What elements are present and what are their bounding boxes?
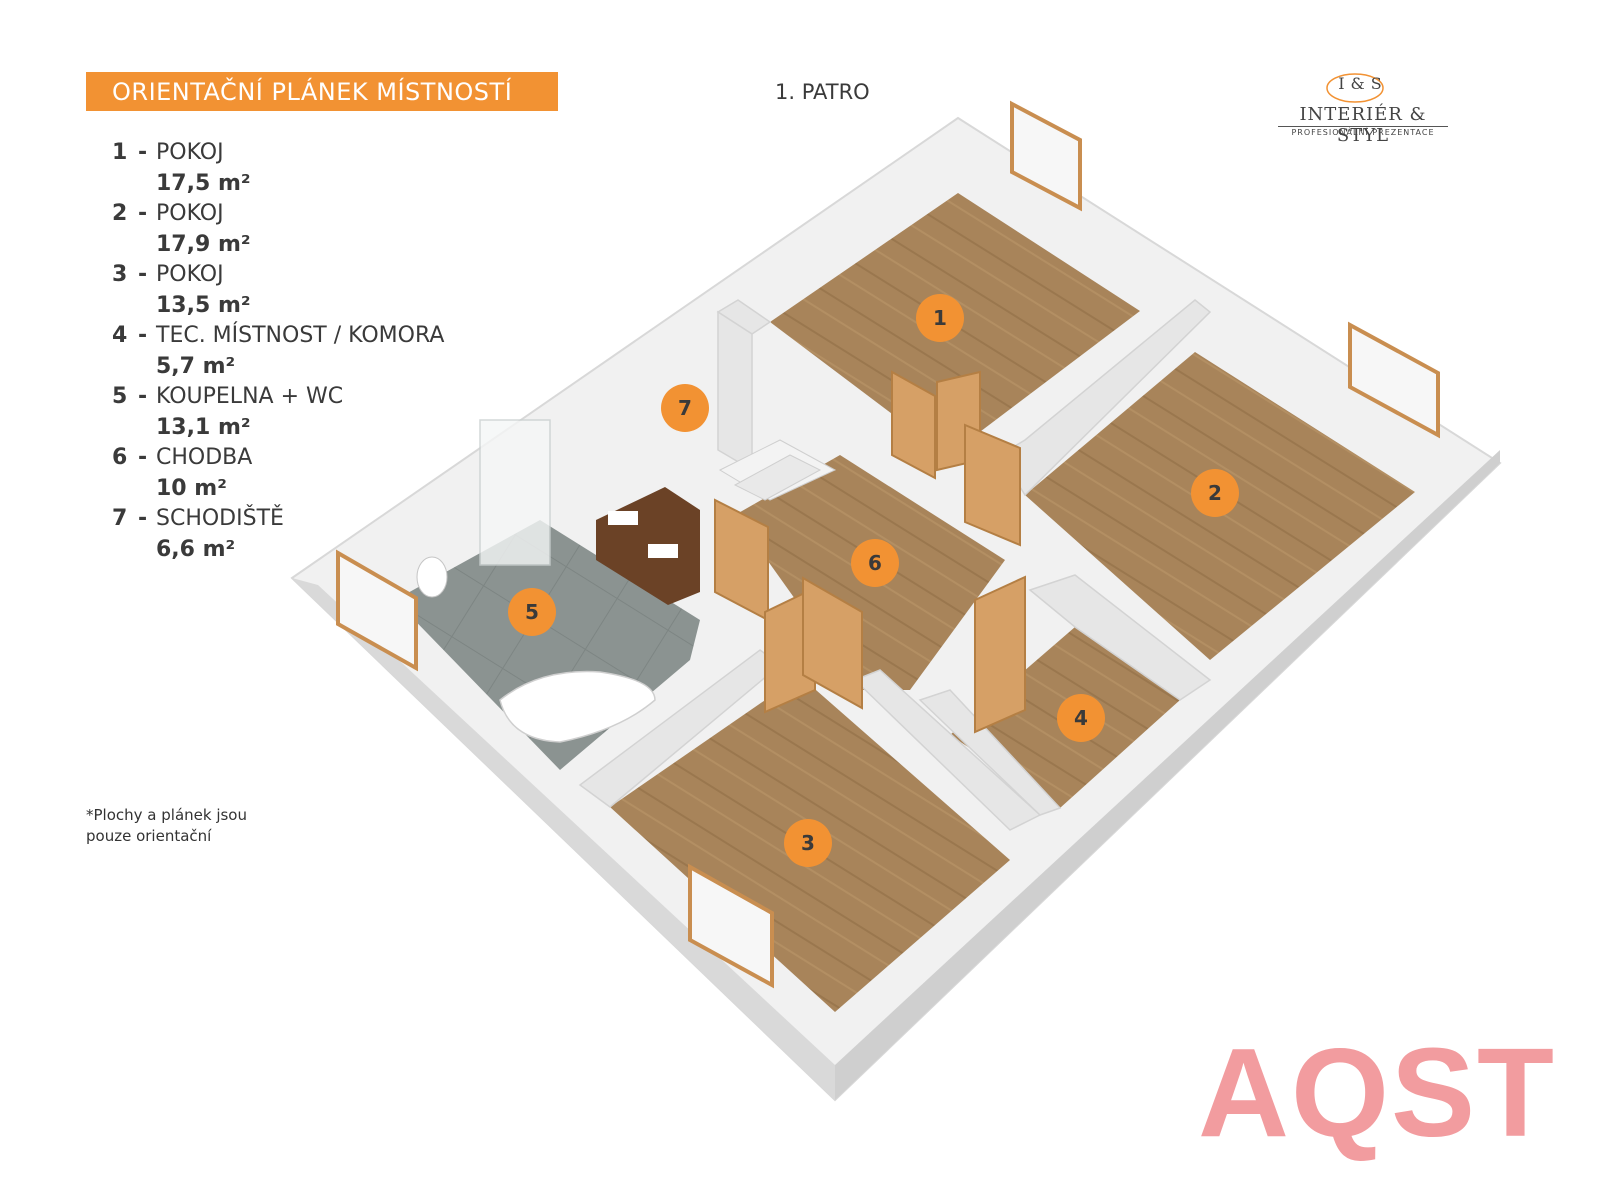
room-markers: 1 2 3 4 5 6 7 (508, 294, 1239, 867)
svg-text:4: 4 (1074, 706, 1088, 730)
watermark: AQST (1198, 1022, 1557, 1163)
legend-number: 6 (112, 445, 128, 470)
legend-dash: - (138, 262, 148, 287)
legend-number: 5 (112, 384, 128, 409)
room-marker-7: 7 (661, 384, 709, 432)
legend-number: 2 (112, 201, 128, 226)
window (336, 549, 418, 672)
door (891, 370, 936, 480)
svg-text:2: 2 (1208, 481, 1222, 505)
disclaimer-line: pouze orientační (86, 827, 212, 845)
window (688, 863, 774, 989)
floor-label: 1. PATRO (775, 80, 870, 104)
disclaimer-line: *Plochy a plánek jsou (86, 806, 247, 824)
legend-dash: - (138, 506, 148, 531)
svg-text:1: 1 (933, 306, 947, 330)
legend-room-area: 10 m² (156, 476, 227, 501)
window (1010, 100, 1082, 212)
company-logo: I&S INTERIÉR & STYL PROFESIONÁLNÍ PREZEN… (1278, 70, 1448, 146)
room-marker-6: 6 (851, 539, 899, 587)
toilet (416, 556, 448, 598)
bathroom-fixtures (416, 419, 700, 743)
title-banner: ORIENTAČNÍ PLÁNEK MÍSTNOSTÍ (86, 72, 558, 111)
door (802, 576, 863, 710)
disclaimer-note: *Plochy a plánek jsou pouze orientační (86, 805, 247, 847)
legend-number: 7 (112, 506, 128, 531)
door (974, 575, 1026, 734)
room-marker-3: 3 (784, 819, 832, 867)
legend-room-area: 6,6 m² (156, 537, 236, 562)
svg-text:3: 3 (801, 831, 815, 855)
legend-room-area: 13,1 m² (156, 415, 251, 440)
legend-room-name: POKOJ (156, 201, 224, 226)
interior-walls (578, 299, 1212, 831)
windows (336, 100, 1440, 989)
logo-ring-icon (1326, 73, 1384, 103)
staircase (718, 439, 837, 501)
legend-number: 1 (112, 140, 128, 165)
room-marker-2: 2 (1191, 469, 1239, 517)
legend-room-area: 5,7 m² (156, 354, 236, 379)
logo-divider (1278, 126, 1448, 127)
legend-dash: - (138, 445, 148, 470)
doors (714, 370, 1026, 734)
shower-glass (479, 419, 551, 566)
legend-dash: - (138, 201, 148, 226)
logo-monogram: I&S (1338, 74, 1388, 93)
svg-text:7: 7 (678, 396, 692, 420)
page-title: ORIENTAČNÍ PLÁNEK MÍSTNOSTÍ (112, 78, 513, 106)
bathtub (499, 670, 656, 743)
legend-room-name: POKOJ (156, 262, 224, 287)
door (964, 423, 1021, 547)
legend-room-name: CHODBA (156, 445, 253, 470)
legend-number: 4 (112, 323, 128, 348)
legend-room-name: KOUPELNA + WC (156, 384, 344, 409)
sink (648, 544, 678, 558)
legend-dash: - (138, 323, 148, 348)
legend-room-area: 17,5 m² (156, 171, 251, 196)
legend-room-name: TEC. MÍSTNOST / KOMORA (156, 323, 445, 348)
legend-number: 3 (112, 262, 128, 287)
room-marker-1: 1 (916, 294, 964, 342)
legend-room-name: SCHODIŠTĚ (156, 506, 284, 531)
svg-text:6: 6 (868, 551, 882, 575)
window (1348, 321, 1440, 439)
legend-room-area: 17,9 m² (156, 232, 251, 257)
legend-dash: - (138, 140, 148, 165)
sink (608, 511, 638, 525)
logo-tagline: PROFESIONÁLNÍ PREZENTACE (1291, 128, 1435, 137)
room-marker-5: 5 (508, 588, 556, 636)
legend-room-area: 13,5 m² (156, 293, 251, 318)
room-marker-4: 4 (1057, 694, 1105, 742)
legend-room-name: POKOJ (156, 140, 224, 165)
legend-dash: - (138, 384, 148, 409)
svg-text:5: 5 (525, 600, 539, 624)
logo-brand: INTERIÉR & STYL (1299, 104, 1427, 146)
